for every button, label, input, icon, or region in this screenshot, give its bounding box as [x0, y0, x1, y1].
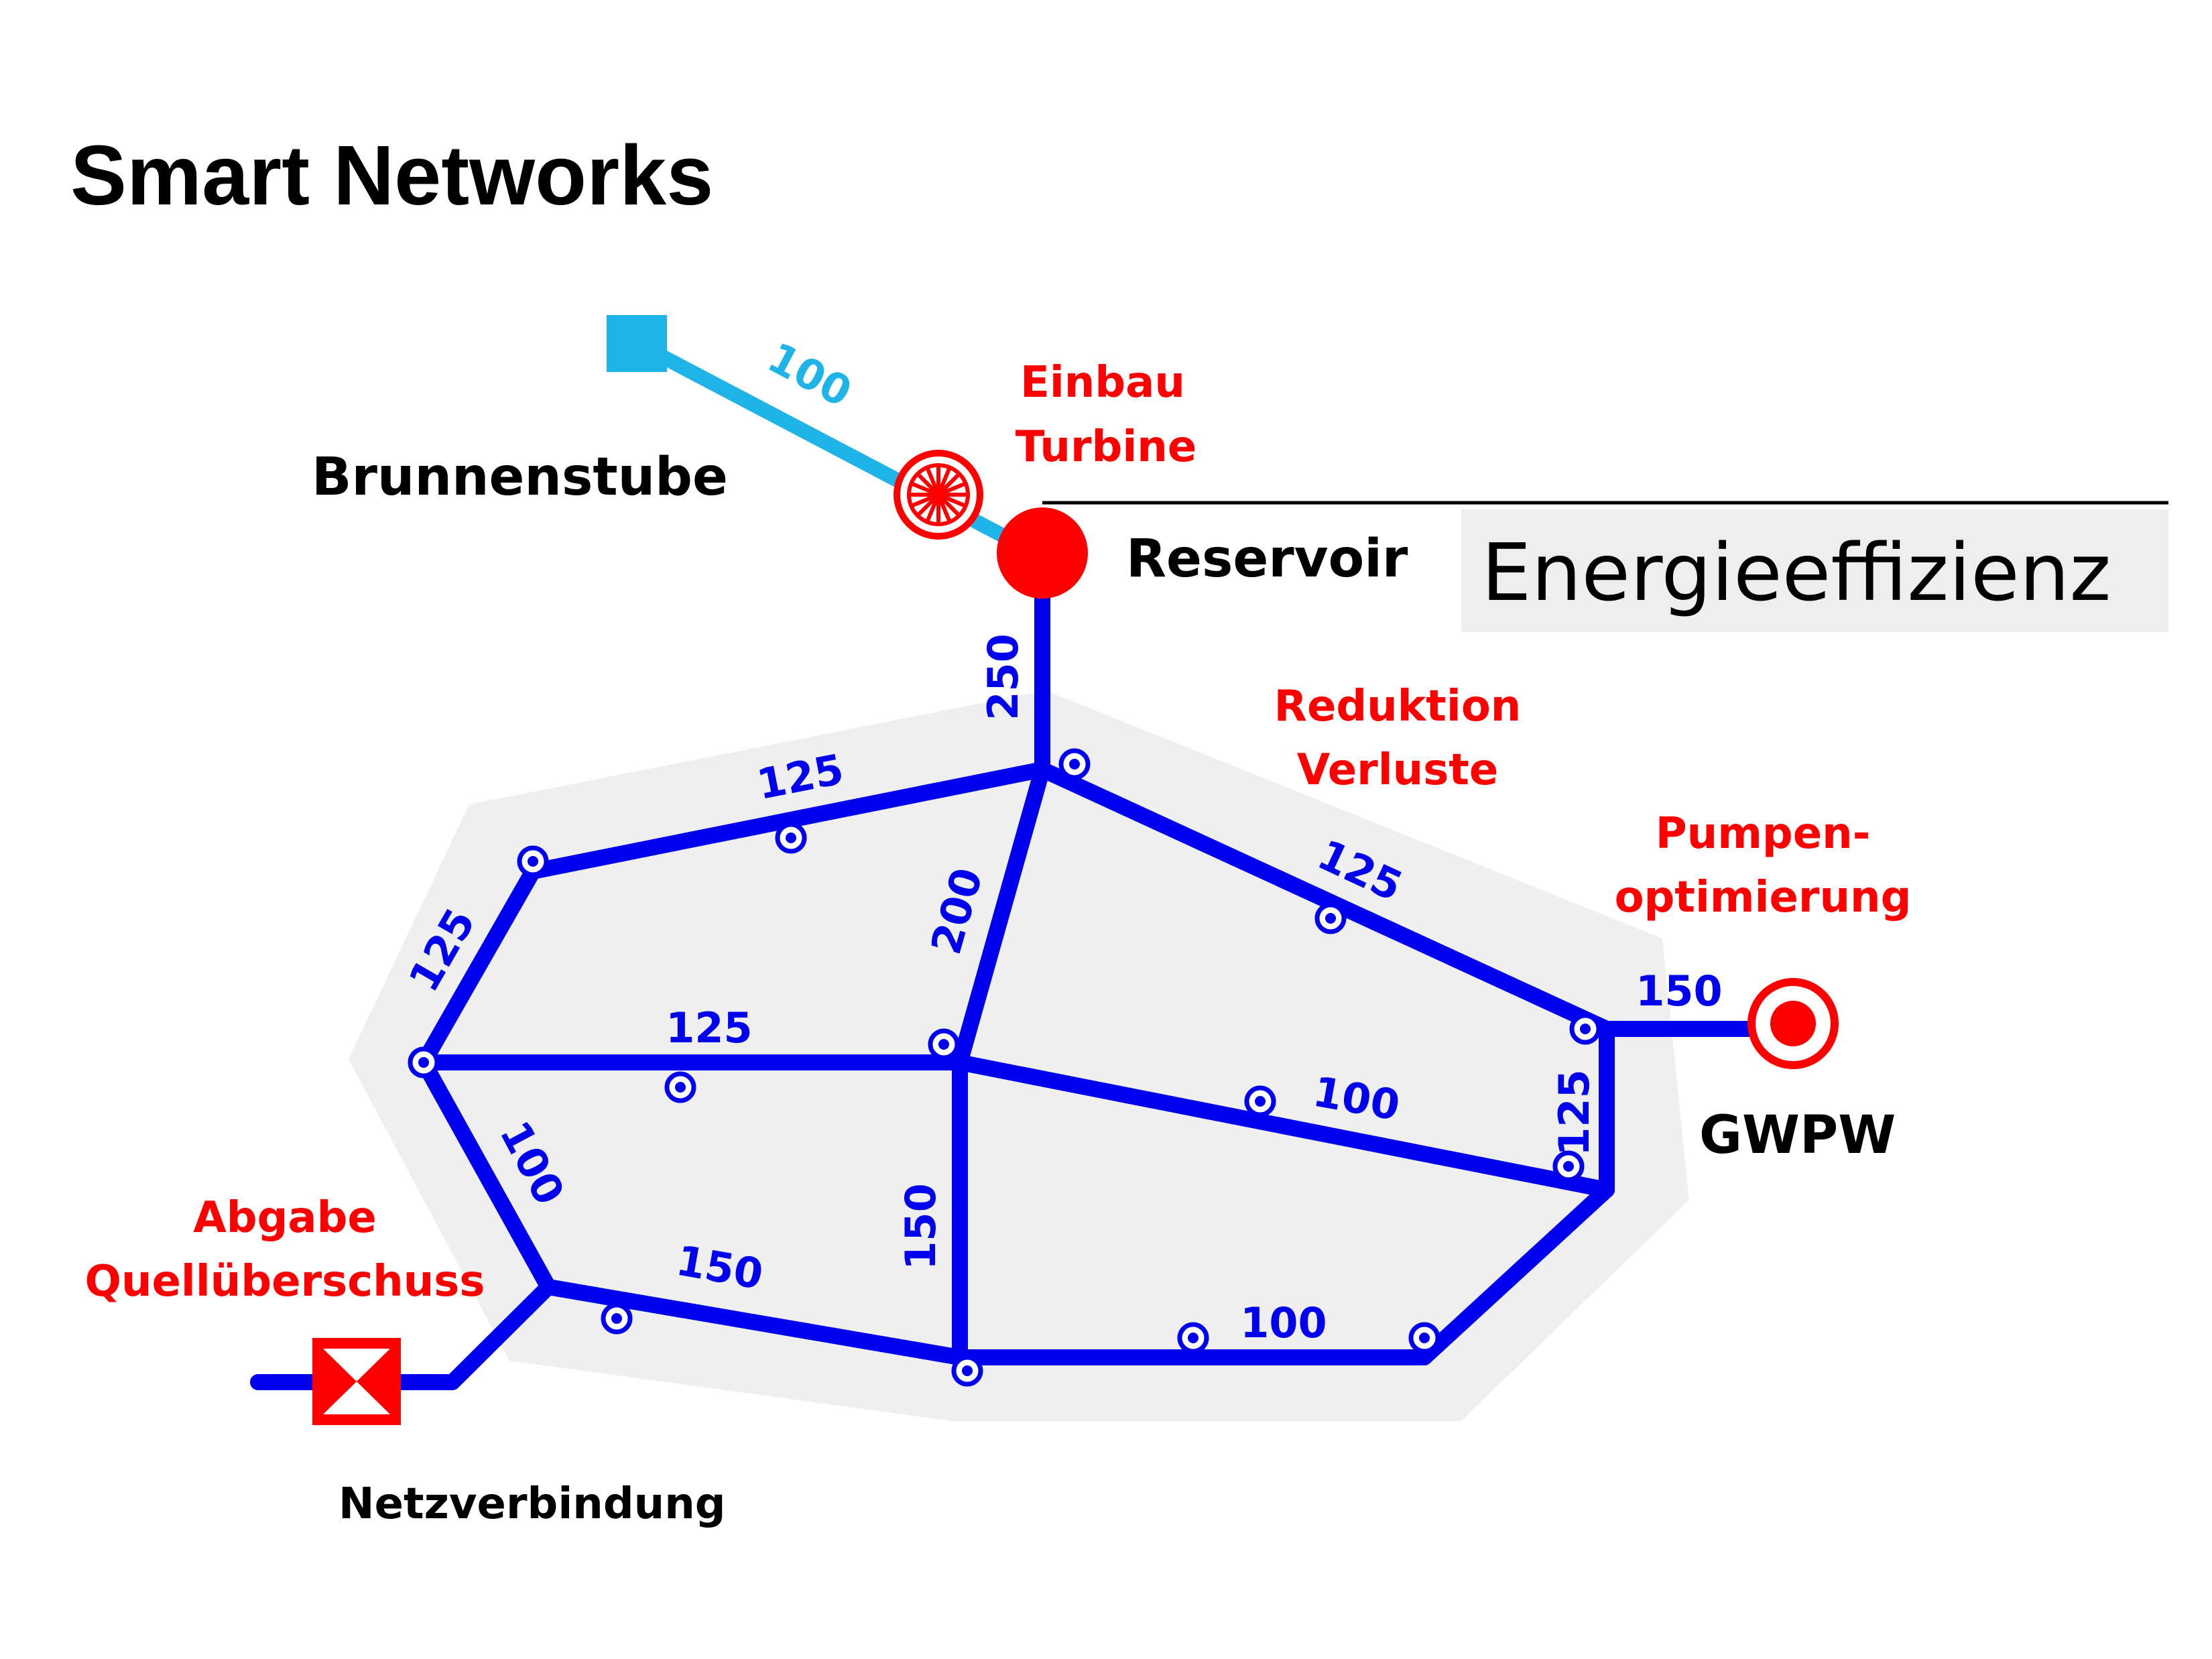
pipe-left-lower	[416, 1054, 556, 1295]
pipe-network	[250, 548, 1764, 1390]
measuring-point-icon	[1058, 748, 1091, 780]
turbine-wheel-icon	[894, 450, 983, 540]
pipe-center-diag	[952, 761, 1050, 1070]
square-source-icon	[607, 315, 667, 372]
pump-annotation-line1: Pumpen-	[1656, 809, 1871, 859]
measuring-point-icon	[775, 822, 807, 854]
pipe-label-to-gwpw: 150	[1636, 967, 1722, 1016]
pipe-label-bottom-right: 100	[1240, 1298, 1327, 1347]
measuring-point-icon	[1177, 1322, 1209, 1354]
measuring-point-icon	[951, 1355, 983, 1387]
pipe-top-left	[525, 761, 1050, 879]
pipe-label-center-vertical: 150	[896, 1183, 945, 1270]
pipe-label-source: 100	[760, 332, 860, 416]
pipe-label-reservoir-main: 250	[979, 633, 1028, 720]
pipe-bottom-right	[952, 1182, 1615, 1365]
measuring-point-icon	[664, 1071, 696, 1103]
banner-text: Energieeffizienz	[1481, 526, 2111, 619]
measuring-point-icon	[1244, 1085, 1276, 1117]
page-title: Smart Networks	[70, 128, 713, 223]
banner-box	[1461, 509, 2168, 632]
valve-icon	[312, 1338, 401, 1425]
turbine-annotation-line2: Turbine	[1016, 422, 1196, 472]
gwpw-label: GWPW	[1699, 1105, 1896, 1166]
brunnenstube-label: Brunnenstube	[312, 447, 728, 507]
measuring-point-icon	[601, 1302, 633, 1335]
pump-annotation-line2: optimierung	[1615, 873, 1912, 922]
pipe-middle-right	[952, 1054, 1615, 1198]
turbine-annotation-line1: Einbau	[1020, 358, 1185, 408]
reservoir-label: Reservoir	[1126, 529, 1408, 589]
losses-annotation-line2: Verluste	[1297, 745, 1499, 795]
pipe-right-upper	[1034, 761, 1615, 1037]
measuring-point-icon	[928, 1028, 960, 1060]
measuring-point-icon	[1552, 1150, 1585, 1182]
pipe-left-upper	[416, 863, 541, 1070]
netzverbindung-label: Netzverbindung	[339, 1479, 726, 1529]
network-zone	[349, 690, 1689, 1421]
pump-station-icon	[1747, 978, 1839, 1069]
pipe-label-right-vertical: 125	[1550, 1069, 1599, 1156]
measuring-point-icon	[1314, 902, 1347, 934]
surplus-annotation-line1: Abgabe	[193, 1193, 377, 1243]
measuring-points	[408, 748, 1601, 1387]
measuring-point-icon	[1408, 1322, 1440, 1354]
reservoir-dot-icon	[997, 507, 1088, 599]
losses-annotation-line1: Reduktion	[1274, 682, 1522, 731]
surplus-annotation-line2: Quellüberschuss	[85, 1257, 485, 1306]
pipe-label-middle-h: 125	[666, 1003, 752, 1052]
measuring-point-icon	[408, 1046, 440, 1079]
pipe-bottom-left	[540, 1279, 968, 1365]
measuring-point-icon	[517, 845, 549, 877]
measuring-point-icon	[1569, 1013, 1601, 1045]
